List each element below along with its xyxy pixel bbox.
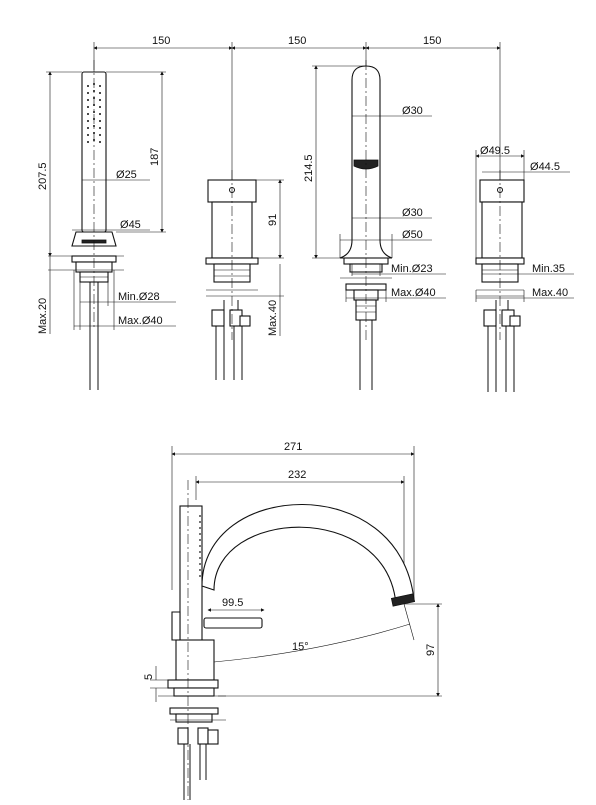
side-width-overall: 271: [284, 441, 302, 453]
svg-text:Ø44.5: Ø44.5: [530, 161, 560, 173]
hs-min-label: Min.: [118, 291, 139, 303]
hs-dia-symbol-4: Ø: [142, 315, 151, 327]
div-dia-inner: 44.5: [539, 161, 560, 173]
svg-text:Min.Ø28: Min.Ø28: [118, 291, 160, 303]
spout-dia-mid: 30: [411, 207, 423, 219]
spacing-2: 150: [288, 35, 306, 47]
hs-min-hole: 28: [147, 291, 159, 303]
spout-max-label: Max.: [391, 287, 415, 299]
spout-dia-symbol-4: Ø: [412, 263, 421, 275]
hs-dia-base: 45: [129, 219, 141, 231]
shower-nozzles-icon: [87, 83, 101, 143]
spacing-1: 150: [152, 35, 170, 47]
spout-dia-base: 50: [411, 229, 423, 241]
svg-text:Max.Ø40: Max.Ø40: [118, 315, 163, 327]
diverter-view: Ø49.5 Ø44.5 Min.35 Max.40: [475, 145, 574, 392]
hs-height-handle: 187: [149, 148, 161, 166]
div-min-deck: Min.35: [532, 263, 565, 275]
spout-dia-symbol-2: Ø: [402, 207, 411, 219]
spout-view: 214.5 Ø30 Ø30 Ø50 Min.Ø23 Max.Ø40: [303, 60, 446, 390]
top-spacing-dimensions: 150 150 150: [93, 35, 501, 180]
spacing-3: 150: [423, 35, 441, 47]
side-gap: 5: [143, 674, 155, 680]
mixer-height: 91: [267, 214, 279, 226]
spout-dia-symbol-3: Ø: [402, 229, 411, 241]
svg-text:Ø30: Ø30: [402, 105, 423, 117]
hs-max-hole: 40: [150, 315, 162, 327]
side-lever: 99.5: [222, 597, 243, 609]
spout-min-label: Min.: [391, 263, 412, 275]
side-reach: 232: [288, 469, 306, 481]
hand-shower-view: 207.5 187 Ø25 Ø45 Max.20 Min.Ø28 Max.Ø40: [37, 60, 176, 390]
div-dia-outer: 49.5: [489, 145, 510, 157]
div-dia-symbol-1: Ø: [480, 145, 489, 157]
side-angle: 15°: [292, 641, 309, 653]
spout-dia-symbol-5: Ø: [415, 287, 424, 299]
side-nozzle-dots-icon: [199, 515, 201, 577]
svg-text:Max.Ø40: Max.Ø40: [391, 287, 436, 299]
hs-dia-handle: 25: [125, 169, 137, 181]
svg-text:Ø50: Ø50: [402, 229, 423, 241]
side-view: 271 232: [143, 441, 442, 800]
hs-dia-symbol-2: Ø: [120, 219, 129, 231]
side-height-outlet: 97: [425, 644, 437, 656]
hs-dia-symbol-1: Ø: [116, 169, 125, 181]
spout-height: 214.5: [303, 154, 315, 182]
spout-min-hole: 23: [420, 263, 432, 275]
svg-text:Ø30: Ø30: [402, 207, 423, 219]
hs-dia-symbol-3: Ø: [139, 291, 148, 303]
hs-max-deck: Max.20: [37, 298, 49, 334]
spout-dia-symbol-1: Ø: [402, 105, 411, 117]
mixer-max-deck: Max.40: [267, 300, 279, 336]
spout-dia-top: 30: [411, 105, 423, 117]
svg-text:Min.Ø23: Min.Ø23: [391, 263, 433, 275]
svg-text:Ø25: Ø25: [116, 169, 137, 181]
hs-max-label: Max.: [118, 315, 142, 327]
div-max-deck: Max.40: [532, 287, 568, 299]
svg-text:Ø49.5: Ø49.5: [480, 145, 510, 157]
hs-height-overall: 207.5: [37, 162, 49, 190]
mixer-view: 91 Max.40: [205, 170, 284, 380]
svg-text:Ø45: Ø45: [120, 219, 141, 231]
div-dia-symbol-2: Ø: [530, 161, 539, 173]
spout-max-hole: 40: [423, 287, 435, 299]
